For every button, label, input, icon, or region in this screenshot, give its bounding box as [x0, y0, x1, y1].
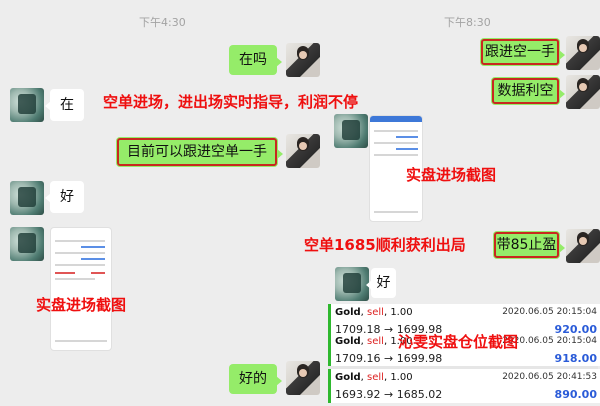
right-chat-panel: 下午8:30 跟进空一手 数据利空 实盘进场截图 空单1685顺利获利出局 带8…: [304, 0, 600, 406]
user-avatar[interactable]: [566, 36, 600, 70]
contact-avatar[interactable]: [335, 267, 369, 301]
contact-avatar[interactable]: [10, 227, 44, 261]
message-bubble-follow[interactable]: 目前可以跟进空单一手: [116, 137, 283, 167]
trade-prices: 1709.18 → 1699.98: [335, 323, 443, 336]
message-bubble-zai[interactable]: 在: [45, 89, 84, 121]
trade-prices: 1693.92 → 1685.02: [335, 388, 443, 401]
annotation-entry-shot: 实盘进场截图: [406, 166, 497, 184]
message-bubble-haode[interactable]: 好的: [229, 364, 282, 394]
message-bubble-zaima[interactable]: 在吗: [229, 45, 282, 75]
screenshot-thumbnail[interactable]: [369, 115, 423, 222]
trade-profit: 890.00: [554, 388, 597, 401]
trade-profit: 920.00: [554, 323, 597, 336]
user-avatar[interactable]: [286, 361, 320, 395]
message-bubble-take-profit[interactable]: 带85止盈: [493, 231, 565, 259]
trade-prices: 1709.16 → 1699.98: [335, 352, 443, 365]
trade-title: Gold, sell, 1.00: [335, 307, 413, 318]
trade-record[interactable]: Gold, sell, 1.00 2020.06.05 20:15:04 170…: [328, 304, 600, 337]
trade-record[interactable]: Gold, sell, 1.00 2020.06.05 20:15:04 170…: [328, 333, 600, 366]
trade-date: 2020.06.05 20:41:53: [502, 372, 597, 382]
contact-avatar[interactable]: [10, 181, 44, 215]
screenshot-thumbnail[interactable]: [50, 227, 112, 351]
trade-profit: 918.00: [554, 352, 597, 365]
user-avatar[interactable]: [286, 43, 320, 77]
annotation-shot-left: 实盘进场截图: [36, 296, 127, 314]
annotation-headline: 空单进场，进出场实时指导，利润不停: [103, 93, 359, 111]
user-avatar[interactable]: [566, 75, 600, 109]
annotation-position-shot: 沁雯实盘仓位截图: [398, 333, 519, 351]
message-bubble-data-bearish[interactable]: 数据利空: [491, 77, 565, 105]
timestamp: 下午8:30: [444, 16, 491, 29]
left-chat-panel: 下午4:30 在吗 在 空单进场，进出场实时指导，利润不停 目前可以跟进空单一手…: [10, 16, 358, 395]
trade-title: Gold, sell, 1.00: [335, 336, 413, 347]
user-avatar[interactable]: [566, 229, 600, 263]
message-bubble-hao-right[interactable]: 好: [366, 268, 396, 298]
message-bubble-hao[interactable]: 好: [45, 181, 84, 213]
message-bubble-follow-short[interactable]: 跟进空一手: [480, 38, 565, 66]
user-avatar[interactable]: [286, 134, 320, 168]
annotation-profit-exit: 空单1685顺利获利出局: [304, 236, 466, 254]
trade-title: Gold, sell, 1.00: [335, 372, 413, 383]
trade-date: 2020.06.05 20:15:04: [502, 307, 597, 317]
contact-avatar[interactable]: [10, 88, 44, 122]
trade-record[interactable]: Gold, sell, 1.00 2020.06.05 20:41:53 169…: [328, 369, 600, 403]
divider: [328, 366, 598, 369]
contact-avatar[interactable]: [334, 114, 368, 148]
trade-date: 2020.06.05 20:15:04: [502, 336, 597, 346]
timestamp: 下午4:30: [139, 16, 186, 29]
